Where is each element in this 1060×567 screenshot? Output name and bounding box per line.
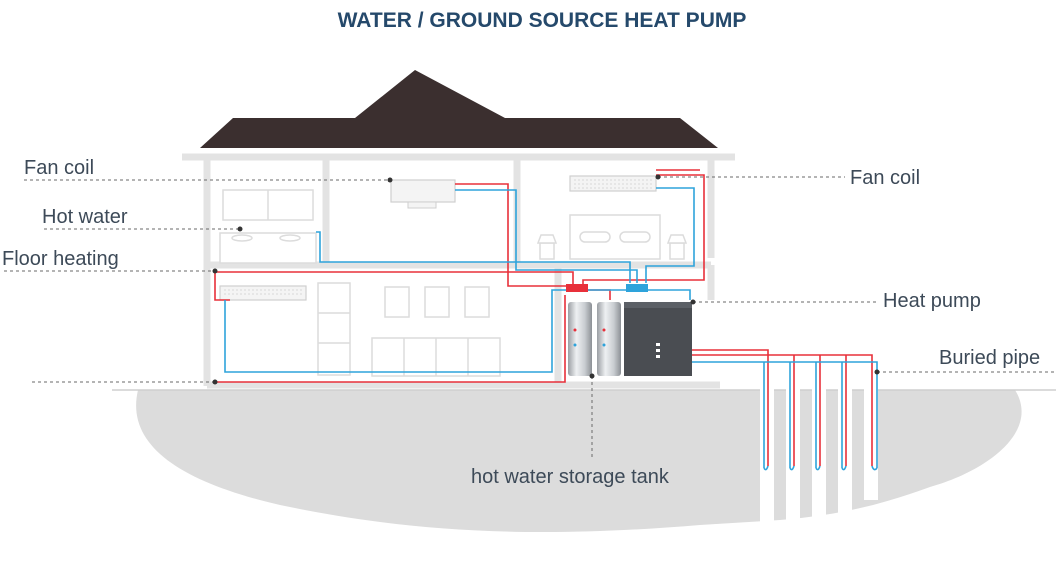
blue-manifold <box>626 284 648 292</box>
fan-coil-unit-left <box>390 179 456 209</box>
label-fan-coil-right: Fan coil <box>850 167 920 189</box>
supply-pipes <box>214 169 873 466</box>
label-hot-water: Hot water <box>42 206 128 228</box>
living-room-furniture <box>317 282 501 377</box>
roof <box>200 70 718 148</box>
heat-pump-unit <box>624 302 692 376</box>
red-manifold <box>566 284 588 292</box>
hot-water-storage-tanks <box>568 302 621 376</box>
bathroom-furniture <box>219 189 317 264</box>
label-hot-water-storage-tank: hot water storage tank <box>471 466 670 488</box>
fan-coil-unit-right <box>569 175 657 192</box>
ground <box>136 390 1022 533</box>
borehole-loop-bottoms <box>763 465 878 471</box>
fan-coil-unit-floor <box>219 285 307 301</box>
diagram-title: WATER / GROUND SOURCE HEAT PUMP <box>338 9 747 32</box>
bedroom-furniture <box>536 214 688 260</box>
label-fan-coil-left: Fan coil <box>24 157 94 179</box>
label-floor-heating: Floor heating <box>2 248 119 270</box>
label-heat-pump: Heat pump <box>883 290 981 312</box>
leader-lines <box>4 174 1056 458</box>
house-walls <box>182 153 735 389</box>
label-buried-pipe: Buried pipe <box>939 347 1040 369</box>
